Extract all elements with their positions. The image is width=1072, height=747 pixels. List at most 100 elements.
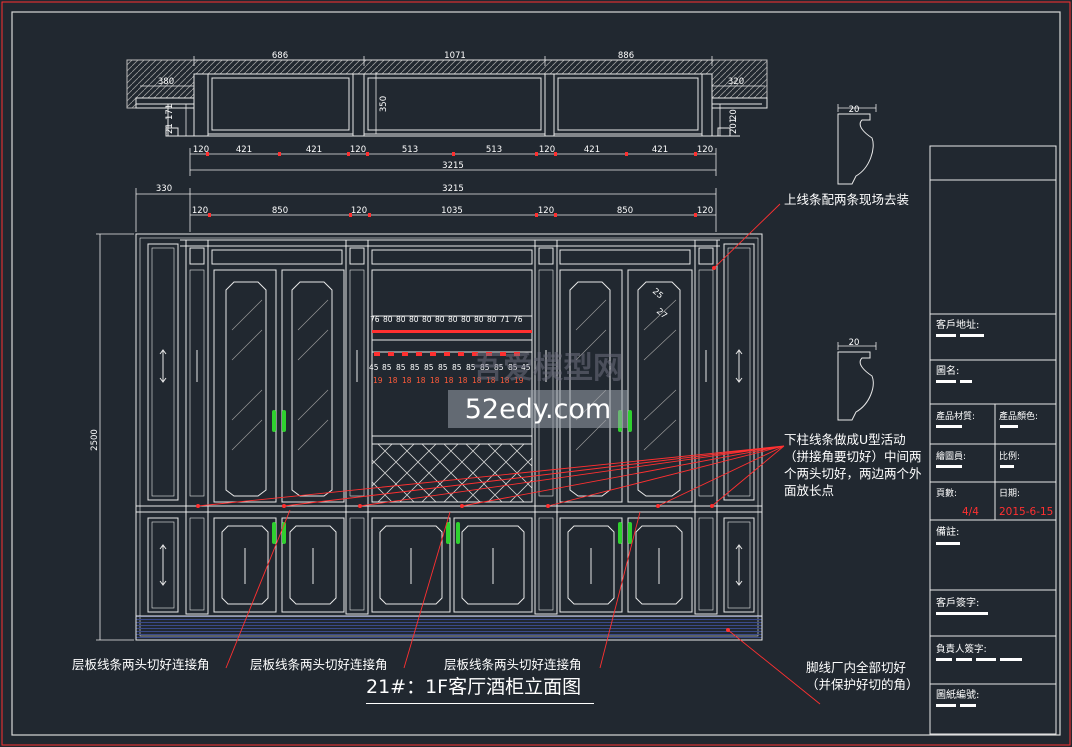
rack-glass-4: 85 bbox=[410, 363, 420, 372]
rack-glass-7: 85 bbox=[452, 363, 462, 372]
dim-row-6: 513 bbox=[486, 145, 502, 155]
dim-left-small-1: 21 bbox=[165, 123, 175, 134]
dim-elev-height: 2500 bbox=[90, 429, 100, 451]
rack-glass-10: 85 bbox=[494, 363, 504, 372]
rack-spacing-2: 80 bbox=[383, 315, 393, 324]
rack-slot-9: 18 bbox=[486, 376, 496, 385]
dim-top-1: 686 bbox=[272, 51, 288, 61]
watermark-box bbox=[448, 390, 628, 428]
rack-slot-8: 18 bbox=[472, 376, 482, 385]
drawing-title: 21#：1F客厅酒柜立面图 bbox=[366, 676, 582, 698]
tb-sheets: 頁數: bbox=[936, 489, 958, 499]
rack-spacing-4: 80 bbox=[409, 315, 419, 324]
dim-row-2: 421 bbox=[236, 145, 252, 155]
note-shelf-3: 层板线条两头切好连接角 bbox=[444, 657, 582, 672]
rack-spacing-7: 80 bbox=[448, 315, 458, 324]
tb-remarks: 備註: bbox=[936, 527, 960, 538]
tb-color: 產品顏色: bbox=[999, 412, 1039, 422]
tb-scale: 比例: bbox=[999, 452, 1021, 462]
tb-date: 日期: bbox=[999, 489, 1021, 499]
dim-elev-row-5: 120 bbox=[538, 206, 554, 216]
dim-height-350: 350 bbox=[379, 96, 389, 112]
tb-date-value: 2015-6-15 bbox=[999, 506, 1054, 518]
lower-profile-width: 20 bbox=[849, 338, 860, 348]
rack-slot-10: 18 bbox=[500, 376, 510, 385]
rack-slot-5: 18 bbox=[430, 376, 440, 385]
dim-row-3: 421 bbox=[306, 145, 322, 155]
tb-material: 產品材質: bbox=[936, 412, 976, 422]
watermark-line1: 吾爱模型网 bbox=[473, 351, 623, 386]
arc-dim-1: 25 bbox=[650, 287, 665, 302]
rack-spacing-10: 80 bbox=[487, 315, 497, 324]
note-upper-molding: 上线条配两条现场去装 bbox=[784, 192, 910, 207]
leader-dots bbox=[196, 266, 730, 632]
dim-row-7: 120 bbox=[539, 145, 555, 155]
dim-row-1: 120 bbox=[193, 145, 209, 155]
dim-left-offset: 330 bbox=[156, 184, 172, 194]
rack-dims: 76 80 80 80 80 80 80 80 80 80 71 76 45 8… bbox=[369, 315, 531, 372]
inner-border bbox=[11, 11, 1061, 736]
rack-slot-1: 19 bbox=[373, 376, 383, 385]
rack-glass-6: 85 bbox=[438, 363, 448, 372]
dim-elev-row-7: 120 bbox=[697, 206, 713, 216]
note-skirting: 脚线厂内全部切好（并保护好切的角） bbox=[806, 660, 919, 692]
dim-right-return: 320 bbox=[728, 77, 744, 87]
elevation-dim-ticks bbox=[208, 213, 697, 217]
dim-top-total: 3215 bbox=[442, 161, 464, 171]
rack-slots: 19 18 18 18 18 18 18 18 18 18 19 bbox=[373, 376, 524, 385]
rack-glass-9: 85 bbox=[480, 363, 490, 372]
rack-slot-3: 18 bbox=[402, 376, 412, 385]
dim-right-small-2: 20 bbox=[729, 109, 739, 120]
tb-client-address: 客戶地址: bbox=[936, 320, 980, 331]
tb-sheet-value: 4/4 bbox=[962, 506, 979, 518]
title-block bbox=[929, 145, 1057, 735]
note-shelf-1: 层板线条两头切好连接角 bbox=[72, 657, 210, 672]
note-lower-column: 下柱线条做成U型活动（拼接角要切好）中间两个两头切好，两边两个外面放长点 bbox=[784, 432, 922, 498]
dim-elev-row-6: 850 bbox=[617, 206, 633, 216]
leader-lines bbox=[197, 203, 821, 705]
rack-hooks bbox=[372, 330, 532, 356]
rack-slot-6: 18 bbox=[444, 376, 454, 385]
rack-spacing-11: 71 bbox=[500, 315, 510, 324]
title-block-fills bbox=[936, 334, 1022, 707]
dim-top-2: 1071 bbox=[444, 51, 466, 61]
cabinet-elevation bbox=[135, 233, 763, 641]
watermark-line2: 52edy.com bbox=[465, 394, 611, 425]
rack-slot-7: 18 bbox=[458, 376, 468, 385]
drawing-title-underline bbox=[366, 703, 594, 704]
rack-glass-12: 45 bbox=[521, 363, 531, 372]
dim-elev-total: 3215 bbox=[442, 184, 464, 194]
tb-drafter: 繪圖員: bbox=[936, 452, 967, 462]
rack-slot-4: 18 bbox=[416, 376, 426, 385]
rack-slot-2: 18 bbox=[388, 376, 398, 385]
tb-drawing-no: 圖紙編號: bbox=[936, 690, 980, 701]
rack-spacing-5: 80 bbox=[422, 315, 432, 324]
rack-glass-8: 85 bbox=[466, 363, 476, 372]
rack-spacing-9: 80 bbox=[474, 315, 484, 324]
dim-row-8: 421 bbox=[584, 145, 600, 155]
rack-spacing-8: 80 bbox=[461, 315, 471, 324]
top-plan-view bbox=[126, 59, 768, 137]
dim-row-9: 421 bbox=[652, 145, 668, 155]
top-bottom-row-dims: 120 421 421 120 513 513 120 421 421 120 bbox=[193, 145, 713, 155]
dim-row-10: 120 bbox=[697, 145, 713, 155]
rack-spacing-6: 80 bbox=[435, 315, 445, 324]
rack-slot-11: 19 bbox=[514, 376, 524, 385]
dim-elev-row-3: 120 bbox=[351, 206, 367, 216]
tb-client-sign: 客戶簽字: bbox=[936, 598, 980, 609]
dim-top-3: 886 bbox=[618, 51, 634, 61]
rack-spacing-1: 76 bbox=[370, 315, 380, 324]
tb-manager-sign: 負責人簽字: bbox=[936, 644, 987, 655]
rack-glass-11: 85 bbox=[508, 363, 518, 372]
dim-elev-row-1: 120 bbox=[192, 206, 208, 216]
dim-elev-row-4: 1035 bbox=[441, 206, 463, 216]
dim-row-5: 513 bbox=[402, 145, 418, 155]
upper-profile-width: 20 bbox=[849, 105, 860, 115]
dim-row-4: 120 bbox=[350, 145, 366, 155]
elevation-dimension-lines bbox=[96, 188, 717, 641]
top-dimension-lines bbox=[140, 56, 765, 176]
rack-spacing-12: 76 bbox=[513, 315, 523, 324]
